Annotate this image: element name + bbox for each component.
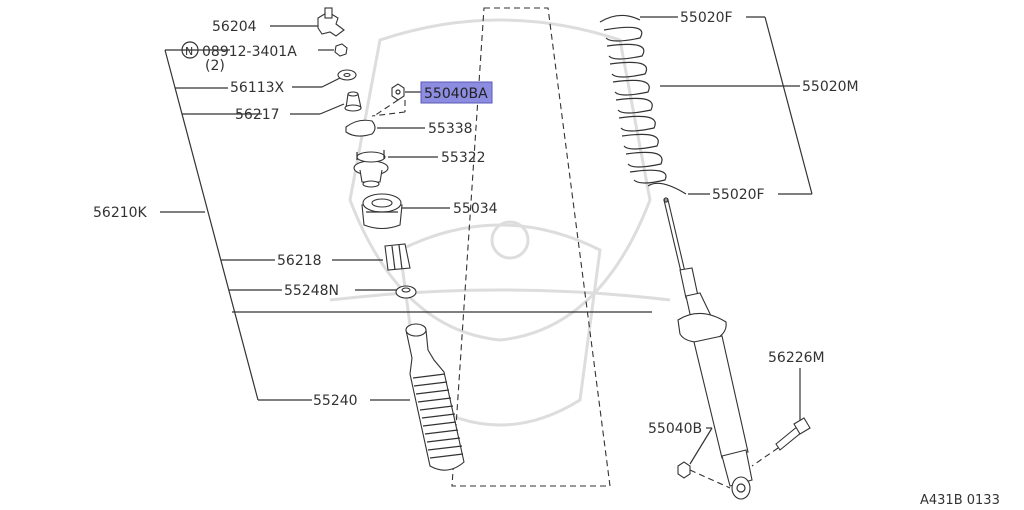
callout-55020f-top[interactable]: 55020F <box>640 10 765 26</box>
part-number-55020f-bottom: 55020F <box>712 187 765 203</box>
part-number-56226m: 56226M <box>768 350 825 366</box>
callout-55240[interactable]: 55240 <box>313 393 410 409</box>
diagram-code: A431B 0133 <box>920 493 1000 508</box>
part-number-56217: 56217 <box>235 107 280 123</box>
part-56218-bushing <box>384 243 411 271</box>
part-number-55240: 55240 <box>313 393 358 409</box>
callout-56113x[interactable]: 56113X <box>230 77 341 96</box>
callout-55322[interactable]: 55322 <box>388 150 486 166</box>
part-56204-mount-cap <box>317 7 345 37</box>
part-number-56218: 56218 <box>277 253 322 269</box>
part-55240-dust-boot <box>405 323 465 471</box>
spring-bracket <box>764 16 813 195</box>
part-number-56113x: 56113X <box>230 80 285 96</box>
part-55034-bump-stop <box>361 193 403 230</box>
n-symbol: N <box>185 45 193 58</box>
part-55248n-washer <box>395 285 417 299</box>
part-number-56204: 56204 <box>212 19 257 35</box>
callout-56204[interactable]: 56204 <box>212 19 320 35</box>
part-number-55248n: 55248N <box>284 283 339 299</box>
part-56217-bushing <box>344 91 362 112</box>
callout-55040b[interactable]: 55040B <box>648 421 713 465</box>
callout-55248n[interactable]: 55248N <box>284 283 398 299</box>
callout-56218[interactable]: 56218 <box>277 253 383 269</box>
part-55322-upper-mount <box>353 150 389 188</box>
part-number-56210k: 56210K <box>93 205 148 221</box>
assembly-dashed-outline <box>451 7 611 487</box>
part-number-55020m: 55020M <box>802 79 859 95</box>
part-number-55338: 55338 <box>428 121 473 137</box>
callout-55034[interactable]: 55034 <box>402 201 498 217</box>
callout-55020m[interactable]: 55020M <box>660 79 859 95</box>
part-56113x-washer <box>337 69 357 81</box>
highlight-box <box>420 81 493 104</box>
callout-56217[interactable]: 56217 <box>235 103 345 123</box>
callout-56210k[interactable]: 56210K <box>93 205 148 221</box>
n-symbol-icon <box>181 41 199 59</box>
callout-55338[interactable]: 55338 <box>377 121 473 137</box>
shock-absorber <box>663 197 753 500</box>
part-55338-plate <box>345 119 376 137</box>
part-number-55040b: 55040B <box>648 421 702 437</box>
part-55020m-coil-spring <box>599 14 687 195</box>
callout-55020f-bottom[interactable]: 55020F <box>688 187 812 203</box>
part-number-55322: 55322 <box>441 150 486 166</box>
part-number-55020f-top: 55020F <box>680 10 733 26</box>
part-08912-nut <box>334 43 348 57</box>
callout-55040ba[interactable]: 55040BA <box>420 81 493 104</box>
callout-08912-3401a[interactable]: N 08912-3401A (2) <box>181 41 334 74</box>
part-number-55040ba: 55040BA <box>424 86 488 102</box>
part-55040b-nut <box>677 461 731 489</box>
callout-56226m[interactable]: 56226M <box>768 350 825 420</box>
part-number-08912-3401a: 08912-3401A <box>202 44 297 60</box>
part-number-55034: 55034 <box>453 201 498 217</box>
quantity-08912: (2) <box>205 58 225 74</box>
part-56226m-bolt <box>751 417 811 467</box>
kit-bracket <box>160 49 652 401</box>
part-55040ba-nut <box>391 83 405 101</box>
